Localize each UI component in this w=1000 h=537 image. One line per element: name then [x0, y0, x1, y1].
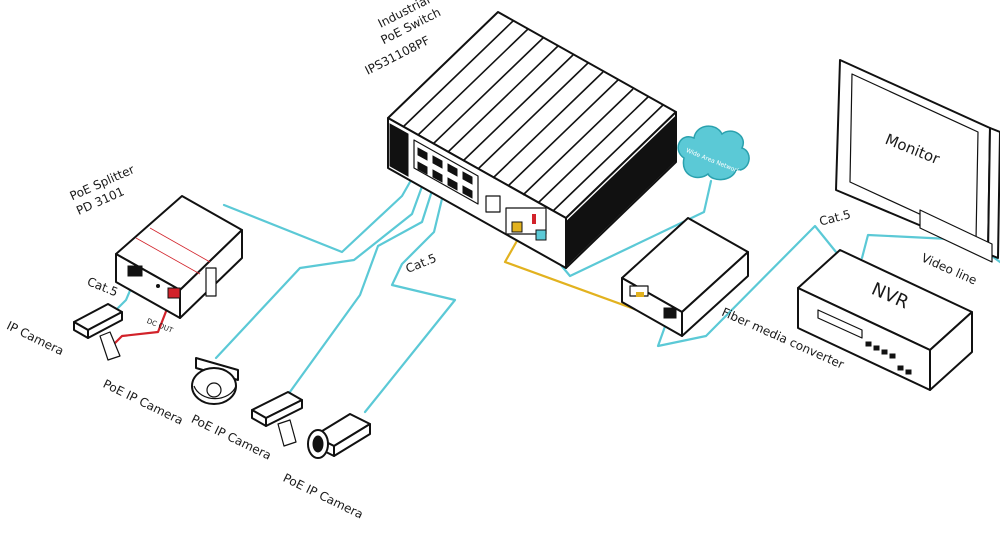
dome-camera-icon: [191, 357, 239, 405]
cat5-splitter-label: Cat.5: [85, 274, 120, 299]
switch-title: Industrial PoE Switch IPS31108PF: [363, 0, 443, 78]
cable-switch-to-dome-camera: [214, 168, 430, 360]
rj45-ports: [417, 147, 473, 199]
cloud-icon: Wide Area Network: [677, 125, 750, 181]
poe-ip-camera-1-label: PoE IP Camera: [101, 377, 186, 428]
industrial-switch-icon: [387, 11, 677, 269]
cable-converter-to-nvr: [656, 224, 838, 348]
poe-ip-camera-3-label: PoE IP Camera: [281, 471, 366, 522]
cat5-nvr-label: Cat.5: [818, 207, 852, 228]
bullet-camera-icon: [307, 413, 371, 459]
nvr-icon: [797, 249, 973, 391]
video-line-label: Video line: [919, 251, 979, 288]
media-converter-icon: [621, 217, 749, 337]
monitor-icon: [835, 59, 1000, 263]
cable-switch-to-box-camera: [285, 170, 440, 398]
poe-splitter-icon: [115, 195, 243, 319]
heatsink-fins: [402, 20, 664, 212]
cable-switch-to-splitter: [222, 166, 420, 254]
box-camera-icon-2: [251, 391, 303, 447]
ip-camera-label: IP Camera: [4, 319, 66, 359]
nvr-buttons: [865, 341, 912, 375]
cat5-center-label: Cat.5: [404, 251, 439, 276]
cable-switch-to-bullet-camera: [363, 172, 457, 414]
box-camera-icon: [73, 303, 123, 361]
splitter-title: PoE Splitter PD 3101: [68, 162, 137, 218]
